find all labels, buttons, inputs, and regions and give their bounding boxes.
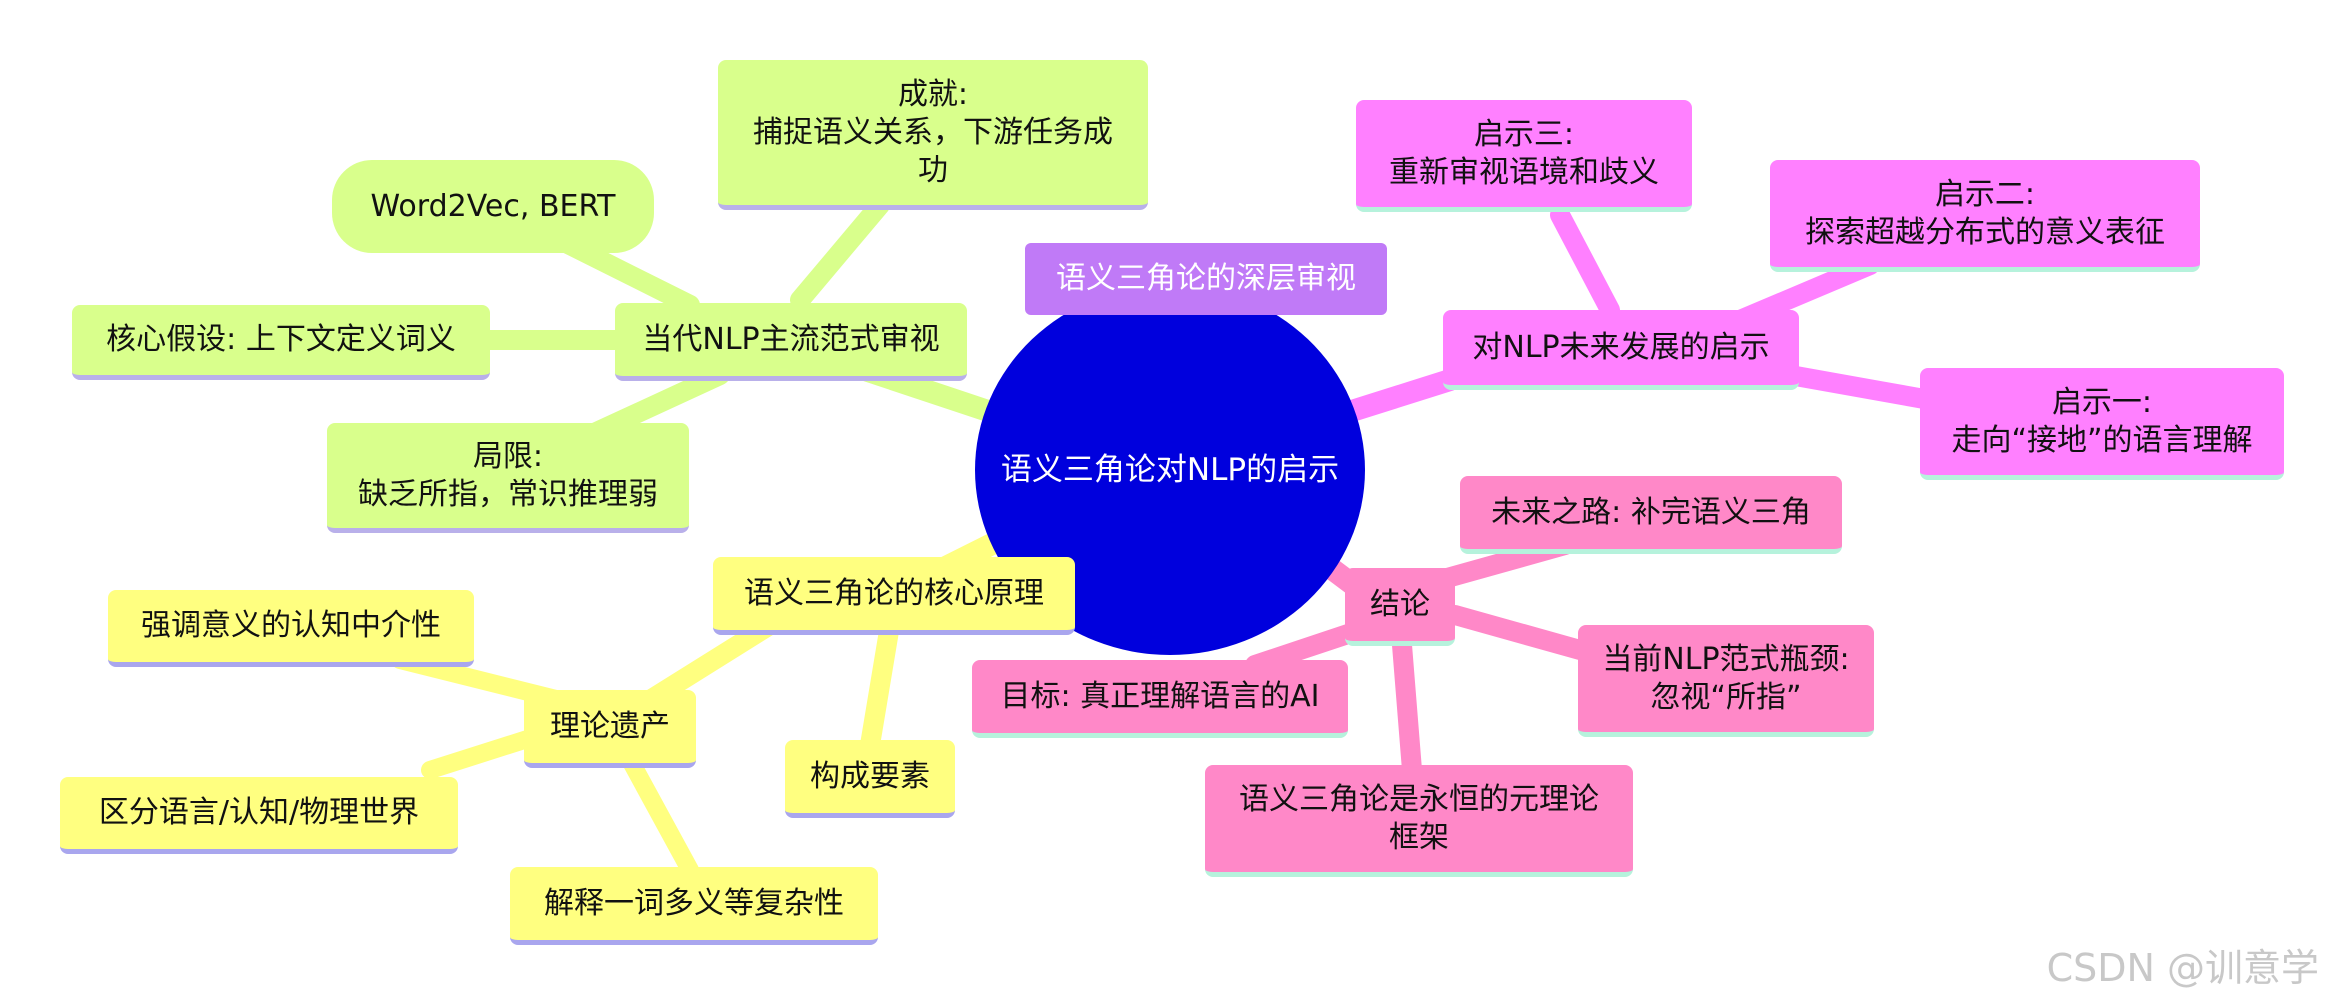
elements-node[interactable]: 构成要素 [785, 740, 955, 818]
legacy-node[interactable]: 理论遗产 [524, 690, 696, 768]
edge-conclusion-bottleneck [1445, 605, 1590, 660]
edge-future-insight1 [1780, 365, 1940, 410]
edge-conclusion-goal [1245, 620, 1370, 675]
limitation-node[interactable]: 局限: 缺乏所指，常识推理弱 [327, 423, 689, 533]
eternal-node[interactable]: 语义三角论是永恒的元理论 框架 [1205, 765, 1633, 877]
edge-future-insight3 [1550, 205, 1620, 320]
insight1-node[interactable]: 启示一: 走向“接地”的语言理解 [1920, 368, 2284, 480]
title-box[interactable]: 语义三角论的深层审视 [1025, 243, 1387, 315]
achievement-node[interactable]: 成就: 捕捉语义关系，下游任务成 功 [718, 60, 1148, 210]
goal-node[interactable]: 目标: 真正理解语言的AI [972, 660, 1348, 738]
distinguish-node[interactable]: 区分语言/认知/物理世界 [60, 777, 458, 854]
edge-legacy-distinguish [421, 726, 549, 779]
conclusion-node[interactable]: 结论 [1345, 568, 1455, 646]
contemporary-nlp-node[interactable]: 当代NLP主流范式审视 [615, 303, 967, 381]
models-node[interactable]: Word2Vec, BERT [332, 160, 654, 253]
watermark: CSDN @训意学 [2046, 946, 2319, 990]
hypothesis-node[interactable]: 核心假设: 上下文定义词义 [72, 305, 490, 380]
edge-core-legacy [640, 615, 780, 710]
explain-node[interactable]: 解释一词多义等复杂性 [510, 867, 878, 945]
edge-conclusion-eternal [1392, 635, 1422, 780]
future-node[interactable]: 对NLP未来发展的启示 [1443, 310, 1799, 390]
edge-contemporary-achievement [790, 195, 890, 310]
core-principle-node[interactable]: 语义三角论的核心原理 [713, 557, 1075, 635]
insight2-node[interactable]: 启示二: 探索超越分布式的意义表征 [1770, 160, 2200, 272]
emphasis-node[interactable]: 强调意义的认知中介性 [108, 590, 474, 667]
edge-legacy-explain [621, 751, 699, 879]
future-path-node[interactable]: 未来之路: 补完语义三角 [1460, 476, 1842, 554]
edge-core-elements [860, 615, 900, 755]
insight3-node[interactable]: 启示三: 重新审视语境和歧义 [1356, 100, 1692, 212]
edge-center-future [1344, 369, 1461, 421]
bottleneck-node[interactable]: 当前NLP范式瓶颈: 忽视“所指” [1578, 625, 1874, 737]
